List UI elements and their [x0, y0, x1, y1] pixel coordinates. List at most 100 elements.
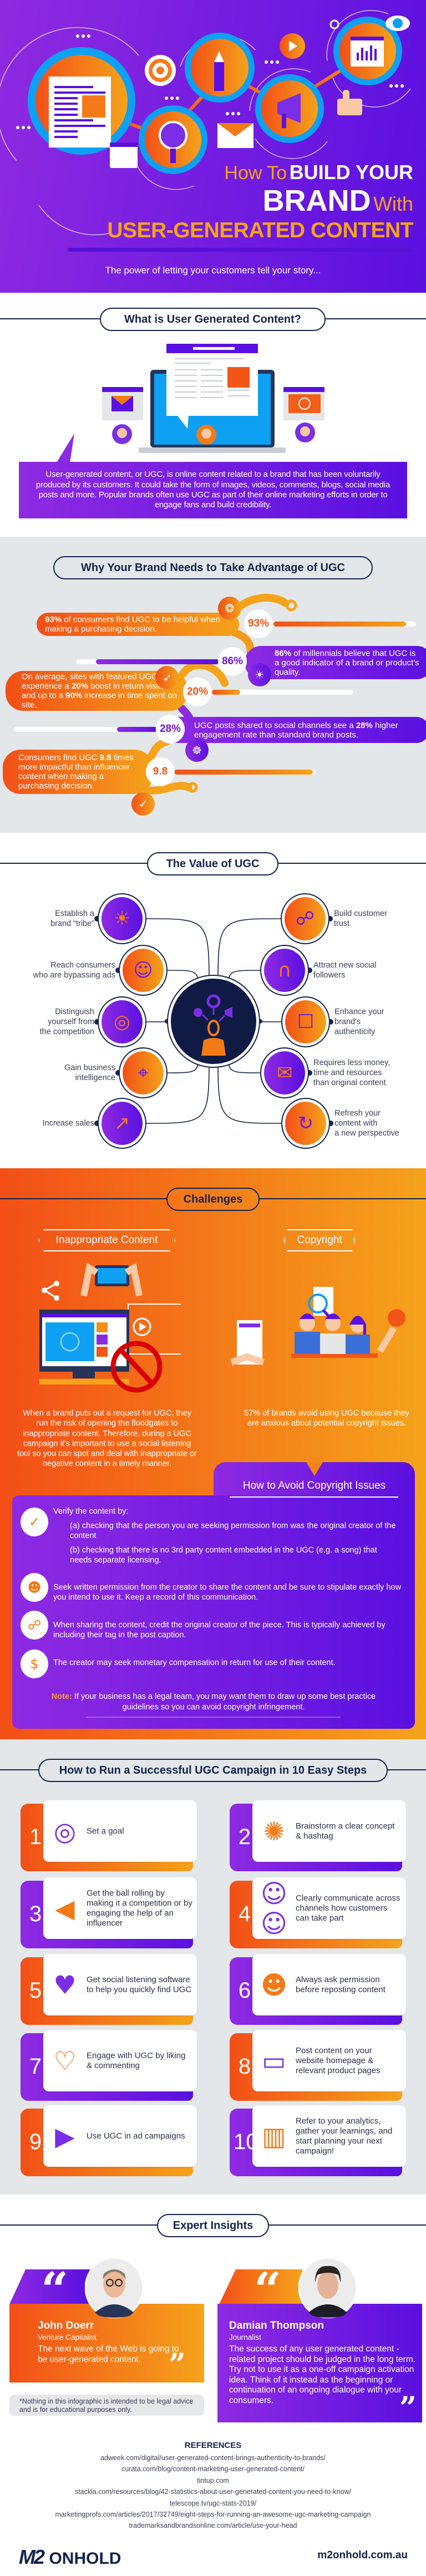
- step-text: Use UGC in ad campaigns: [87, 2131, 185, 2141]
- brand-person-hub-icon: [171, 979, 256, 1064]
- reference-link[interactable]: curata.com/blog/content-marketing-user-g…: [121, 2465, 305, 2473]
- step-text: Engage with UGC by liking & commenting: [87, 2050, 186, 2070]
- section-heading: Why Your Brand Needs to Take Advantage o…: [53, 556, 373, 579]
- step-text: Refer to your analytics, gather your lea…: [296, 2116, 393, 2156]
- note-label: Note:: [51, 1692, 72, 1701]
- stat-highlight: 20%: [72, 681, 89, 691]
- stat-value: 28%: [156, 715, 185, 744]
- value-benefit-circle: ↗: [98, 1098, 146, 1149]
- reference-link[interactable]: marketingprofs.com/articles/2017/32749/e…: [55, 2511, 371, 2518]
- step-text: Brainstorm a clear concept & hashtag: [296, 1821, 395, 1841]
- value-benefit-label: Increase sales: [42, 1119, 95, 1128]
- stat-value: 86%: [218, 647, 247, 676]
- step-number: 3: [29, 1902, 42, 1926]
- stat-text-part: UGC posts shared to social channels see …: [194, 720, 356, 730]
- stat-text: UGC posts shared to social channels see …: [194, 721, 422, 740]
- value-benefit-circle: ☍: [281, 893, 329, 944]
- value-connector: [217, 918, 281, 991]
- copyright-note: Note: If your business has a legal team,…: [33, 1692, 394, 1712]
- note-text: If your business has a legal team, you m…: [72, 1692, 376, 1712]
- step-number: 1: [29, 1825, 42, 1849]
- tab-pointer: [306, 1462, 323, 1476]
- stat-highlight: 9.8: [99, 753, 111, 762]
- inappropriate-content-illustration: [39, 1262, 181, 1393]
- hero-subtitle: The power of letting your customers tell…: [105, 265, 321, 276]
- section-heading: How to Run a Successful UGC Campaign in …: [38, 1759, 388, 1782]
- hero-build-your: BUILD YOUR: [289, 161, 413, 184]
- references-heading: REFERENCES: [184, 2441, 242, 2450]
- stat-text-part: of millennials believe that UGC is a goo…: [275, 648, 419, 677]
- value-benefit-circle: ☺: [119, 945, 168, 996]
- section-heading: Challenges: [166, 1188, 260, 1211]
- shopping-cart-icon: ✓: [131, 792, 155, 816]
- step-card: ☻Always ask permission before reposting …: [252, 1954, 406, 2015]
- copyright-tip: The creator may seek monetary compensati…: [53, 1658, 336, 1667]
- document-check-icon: ✓: [21, 1508, 48, 1536]
- reference-link[interactable]: tintup.com: [197, 2476, 229, 2485]
- step-number: 2: [238, 1825, 251, 1849]
- stat-progress-bar: [273, 622, 416, 627]
- stat-progress-bar: [14, 727, 158, 732]
- stat-pill: Consumers find UGC 9.8 times more impact…: [3, 750, 153, 794]
- value-benefit-circle: ☀: [98, 893, 146, 944]
- stat-progress-fill: [117, 727, 158, 732]
- hero-title-line-1: How To BUILD YOUR: [224, 161, 413, 189]
- hand-person-icon: ☺: [123, 949, 164, 992]
- value-connector: [260, 1021, 282, 1022]
- john-doerr-photo: [85, 2257, 144, 2318]
- money-icon: $: [21, 1650, 48, 1678]
- stat-progress-fill: [174, 770, 313, 775]
- reference-link[interactable]: trademarksandbrandsonline.com/article/us…: [129, 2522, 297, 2530]
- hero-illustration: [0, 10, 411, 236]
- expert-quote: The next wave of the Web is going to be …: [38, 2344, 179, 2364]
- value-connector: [217, 1052, 282, 1124]
- value-connector: [146, 1052, 210, 1124]
- verify-intro: Verify the content by:: [53, 1507, 129, 1516]
- expert-role: Journalist: [229, 2333, 261, 2341]
- step-card: ☺☺Clearly communicate across channels ho…: [252, 1877, 406, 1939]
- stat-pill: 93% of consumers find UGC to be helpful …: [37, 613, 239, 636]
- website-link[interactable]: m2onhold.com.au: [317, 2549, 408, 2561]
- reference-link[interactable]: telescope.tv/ugc-stats-2019/: [169, 2499, 257, 2507]
- step-card: ◀ Get the ball rolling by making it a com…: [43, 1877, 197, 1939]
- quote-tab: [219, 2269, 302, 2304]
- stat-text: 93% of consumers find UGC to be helpful …: [45, 615, 228, 634]
- inappropriate-content-label: Inappropriate Content: [38, 1229, 175, 1251]
- expert-name: John Doerr: [38, 2320, 94, 2331]
- stat-text-part: increase in time spent on site.: [22, 691, 178, 710]
- stat-text-part: times more impactful than influencer con…: [18, 753, 134, 791]
- person-permission-icon: ☻: [21, 1573, 48, 1602]
- megaphone-icon: ◀: [55, 1893, 75, 1923]
- value-benefit-circle: ↻: [281, 1098, 330, 1149]
- step-text: Get the ball rolling by making it a comp…: [87, 1888, 192, 1928]
- stat-pill: UGC posts shared to social channels see …: [163, 717, 426, 743]
- reference-link[interactable]: adweek.com/digital/user-generated-conten…: [100, 2454, 326, 2462]
- network-icon: ☸: [185, 739, 209, 762]
- reference-link[interactable]: stackla.com/resources/blog/42-statistics…: [74, 2488, 352, 2496]
- stat-text-part: Consumers find UGC: [18, 753, 100, 762]
- step-text: Get social listening software to help yo…: [87, 1974, 192, 1994]
- stat-text: 86% of millennials believe that UGC is a…: [275, 649, 422, 677]
- value-benefit-circle: ☐: [281, 996, 330, 1047]
- lightbulb-icon: ☀: [102, 897, 143, 940]
- stat-text-part: boost in return visitors and up to a: [22, 681, 172, 700]
- stat-value: 93%: [244, 609, 273, 638]
- value-benefit-label: Requires less money, time and resources …: [313, 1058, 390, 1087]
- hero-title-line-2: BRAND With: [263, 184, 413, 225]
- target-icon: ◎: [102, 1000, 143, 1043]
- stat-value: 9.8: [146, 757, 175, 786]
- step-text: Post content on your website homepage & …: [296, 2045, 381, 2075]
- close-quote-icon: ”: [399, 2390, 417, 2425]
- value-benefit-circle: ◎: [98, 996, 146, 1047]
- note-underline: [86, 1717, 341, 1718]
- inappropriate-content-text: When a brand puts out a request for UGC,…: [17, 1409, 197, 1469]
- lightbulb-icon: ☀: [248, 663, 271, 686]
- stat-progress-bar: [212, 690, 353, 695]
- value-benefit-label: Gain business intelligence: [64, 1063, 115, 1082]
- step-card: ♥Get social listening software to help y…: [43, 1954, 197, 2015]
- stat-progress-fill: [212, 690, 240, 695]
- heading-underline: [230, 1496, 398, 1498]
- section-heading: Expert Insights: [157, 2214, 269, 2237]
- hero-divider: [68, 248, 415, 252]
